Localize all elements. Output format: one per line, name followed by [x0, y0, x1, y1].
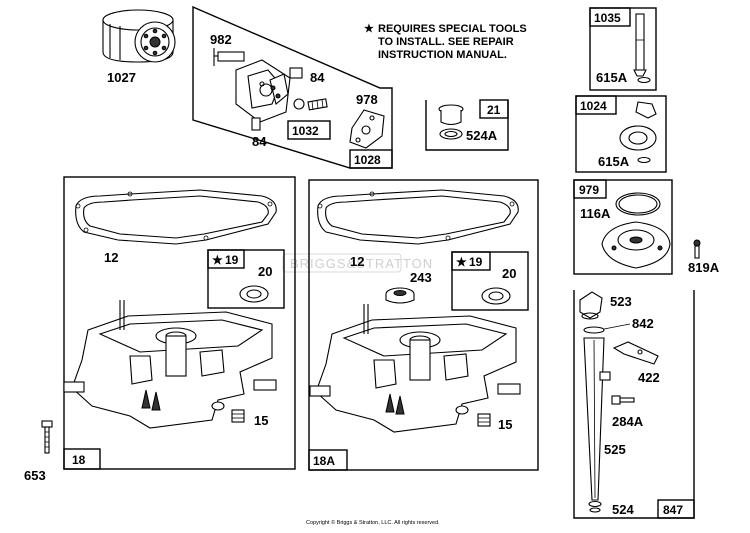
box-19-right: ★ 19 20	[451, 251, 529, 311]
part-label-18: 18	[72, 453, 86, 467]
plug-15-right-part	[477, 413, 491, 427]
sump-gasket-left	[75, 189, 277, 245]
screw-819A-part	[693, 239, 701, 259]
dipstick-tube-part	[583, 337, 611, 513]
note-line-2: TO INSTALL. SEE REPAIR	[378, 36, 514, 48]
bolt-653-part	[41, 420, 53, 454]
part-label-1028: 1028	[354, 153, 381, 167]
part-label-19-left: 19	[225, 253, 239, 267]
sump-gasket-right	[317, 189, 519, 245]
note-star: ★	[364, 23, 374, 35]
part-label-523: 523	[610, 294, 632, 309]
part-label-12-right: 12	[350, 254, 364, 269]
copyright-text: Copyright © Briggs & Stratton, LLC. All …	[306, 519, 440, 526]
part-label-524: 524	[612, 502, 634, 517]
part-label-12-left: 12	[104, 250, 118, 265]
part-label-422: 422	[638, 370, 660, 385]
part-label-982: 982	[210, 32, 232, 47]
part-label-84-bottom: 84	[252, 134, 267, 149]
dipstick-cap-part	[579, 291, 603, 320]
panel-1024: 1024 615A	[575, 95, 667, 173]
oil-filter-part	[102, 9, 176, 63]
panel-979: 979 116A	[573, 179, 673, 275]
part-label-18A: 18A	[313, 454, 335, 468]
part-label-653: 653	[24, 468, 46, 483]
part-label-15-right: 15	[498, 417, 512, 432]
part-label-615A-top: 615A	[596, 70, 628, 85]
part-label-1035: 1035	[594, 11, 621, 25]
bolt-284A-part	[611, 395, 635, 405]
star-19-right: ★	[456, 255, 467, 269]
part-label-1032: 1032	[292, 124, 319, 138]
part-label-19-right: 19	[469, 255, 483, 269]
part-label-615A-bottom: 615A	[598, 154, 630, 169]
part-label-284A: 284A	[612, 414, 644, 429]
part-label-243: 243	[410, 270, 432, 285]
part-label-116A: 116A	[580, 206, 611, 221]
breather-plug-part	[293, 98, 328, 111]
part-label-21: 21	[487, 103, 501, 117]
panel-847: 847	[573, 290, 695, 519]
sump-left-part	[63, 300, 277, 429]
watermark: BRIGGS&STRATTON	[282, 253, 433, 273]
plug-15-left-part	[231, 409, 245, 423]
part-label-525: 525	[604, 442, 626, 457]
star-19-left: ★	[212, 253, 223, 267]
part-label-20-right: 20	[502, 266, 516, 281]
part-label-979: 979	[579, 183, 599, 197]
note-line-3: INSTRUCTION MANUAL.	[378, 49, 507, 61]
oring-842-part	[583, 323, 631, 334]
sump-right-part	[309, 304, 521, 433]
clip-422-part	[612, 341, 659, 365]
part-label-842: 842	[632, 316, 654, 331]
panel-21: 21 524A	[425, 99, 509, 151]
part-label-15-left: 15	[254, 413, 268, 428]
note-line-1: REQUIRES SPECIAL TOOLS	[378, 23, 527, 35]
part-label-1024: 1024	[580, 99, 607, 113]
part-label-847: 847	[663, 503, 683, 517]
part-label-1027: 1027	[107, 70, 136, 85]
panel-1035: 1035 615A	[589, 7, 657, 91]
box-19-left: ★ 19 20	[207, 249, 285, 309]
breather-tube-part	[213, 48, 303, 131]
part-label-819A: 819A	[688, 260, 720, 275]
part-label-84-top: 84	[310, 70, 325, 85]
breather-gasket-part	[349, 109, 385, 149]
watermark-text: BRIGGS&STRATTON	[290, 256, 433, 271]
special-tools-note: ★ REQUIRES SPECIAL TOOLS TO INSTALL. SEE…	[364, 23, 527, 61]
part-label-978: 978	[356, 92, 378, 107]
gear-243-part	[385, 287, 415, 304]
panel-18: 18	[63, 176, 296, 470]
box-1032: 1032	[287, 120, 331, 140]
panel-18A: 18A	[308, 179, 539, 471]
part-label-524A: 524A	[466, 128, 498, 143]
part-label-20-left: 20	[258, 264, 272, 279]
box-1028: 1028	[349, 149, 393, 169]
